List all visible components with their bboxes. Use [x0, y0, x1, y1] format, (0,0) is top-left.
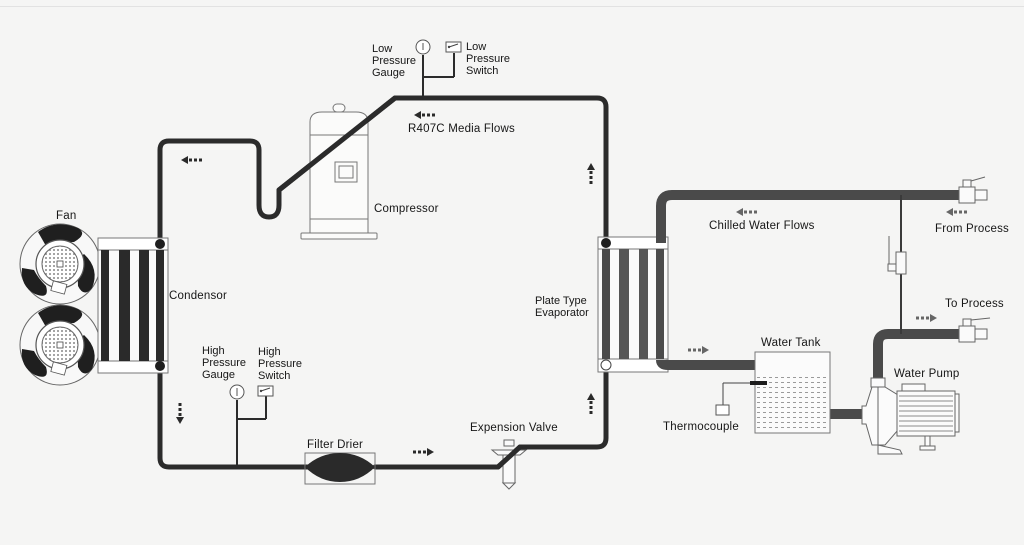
- pump-to-process-pipe: [873, 329, 960, 378]
- high-pressure-gauge-icon: [229, 384, 245, 400]
- high-pressure-gauge-label: High Pressure Gauge: [202, 345, 247, 381]
- flow-arrow-down-icon: [176, 403, 184, 424]
- bypass-valve-icon: [887, 236, 907, 275]
- flow-arrow-left-icon: [736, 208, 757, 216]
- high-pressure-switch-label: High Pressure Switch: [258, 346, 303, 382]
- low-pressure-switch-icon: [445, 41, 462, 53]
- flow-arrow-left-icon: [414, 111, 435, 119]
- pump-fins: [899, 395, 953, 432]
- flow-arrow-right-icon: [688, 346, 709, 354]
- high-pressure-taps: [236, 396, 267, 467]
- fan-icon: [19, 223, 101, 305]
- evap-to-tank-pipe: [656, 359, 755, 370]
- fan-label: Fan: [56, 210, 77, 222]
- liquid-line-2: [372, 363, 609, 470]
- condensor-icon: [97, 237, 169, 374]
- low-pressure-gauge-icon: [415, 39, 431, 55]
- evaporator-icon: [597, 236, 669, 373]
- from-process-label: From Process: [935, 223, 1009, 235]
- compressor-label: Compressor: [374, 203, 439, 215]
- flow-arrow-right-icon: [916, 314, 937, 322]
- water-pump-icon: [861, 377, 960, 455]
- low-pressure-taps: [422, 53, 455, 98]
- low-pressure-gauge-label: Low Pressure Gauge: [372, 43, 417, 79]
- flow-arrow-left-icon: [946, 208, 967, 216]
- chilled-water-return-pipe: [656, 190, 960, 243]
- water-tank-label: Water Tank: [761, 337, 821, 349]
- flow-arrow-left-icon: [181, 156, 202, 164]
- evaporator-label: Plate Type Evaporator: [535, 295, 589, 319]
- to-process-valve-icon: [958, 317, 991, 343]
- thermocouple-icon: [715, 381, 767, 416]
- flow-arrow-right-icon: [413, 448, 434, 456]
- water-circuit: [656, 190, 960, 419]
- from-process-valve-icon: [958, 176, 988, 204]
- chilled-water-flows-label: Chilled Water Flows: [709, 220, 815, 232]
- compressor-icon: [300, 103, 378, 240]
- water-tank-icon: [754, 351, 831, 434]
- discharge-pipe: [157, 95, 609, 248]
- top-border-line: [0, 6, 1024, 7]
- expansion-valve-label: Expension Valve: [470, 422, 558, 434]
- liquid-line: [157, 362, 311, 470]
- thermocouple-label: Thermocouple: [663, 421, 739, 433]
- high-pressure-switch-icon: [257, 385, 274, 397]
- media-flows-label: R407C Media Flows: [408, 123, 515, 135]
- refrigerant-circuit: [157, 95, 609, 470]
- flow-arrow-up-icon: [587, 393, 595, 414]
- fan-icon: [19, 304, 101, 386]
- to-process-label: To Process: [945, 298, 1004, 310]
- flow-arrow-up-icon: [587, 163, 595, 184]
- low-pressure-switch-label: Low Pressure Switch: [466, 41, 511, 77]
- water-pump-label: Water Pump: [894, 368, 960, 380]
- condensor-label: Condensor: [169, 290, 228, 302]
- filter-drier-icon: [304, 452, 376, 485]
- filter-drier-label: Filter Drier: [307, 439, 364, 451]
